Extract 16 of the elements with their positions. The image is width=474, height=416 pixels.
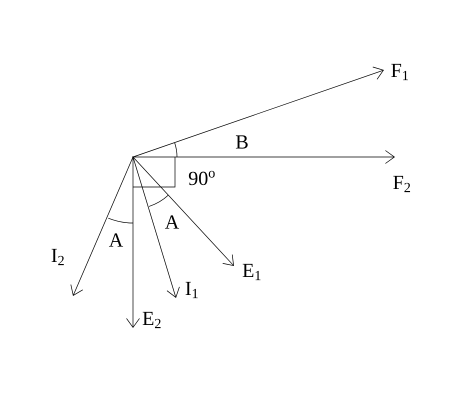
vector-label: F$_{1}$ (391, 64, 408, 80)
vector-arrow (132, 150, 395, 164)
vector-label: I$_{1}$ (186, 282, 198, 298)
vector-label: I$_{2}$ (52, 248, 64, 266)
vector-arrow (132, 66, 384, 158)
vector-label: E$_{1}$ (242, 264, 261, 280)
vector-label: E$_{2}$ (142, 312, 161, 328)
angle-label: A (108, 233, 124, 247)
vector-arrow (132, 156, 180, 298)
vector-label: F$_{2}$ (393, 176, 410, 192)
angle-label: B (236, 135, 248, 149)
vector-arrow (70, 156, 134, 296)
angle-label: A (164, 215, 180, 229)
vector-arrow (126, 156, 140, 328)
angle-label: 90$^{o}$ (188, 170, 215, 186)
vector-arrow (132, 156, 234, 266)
